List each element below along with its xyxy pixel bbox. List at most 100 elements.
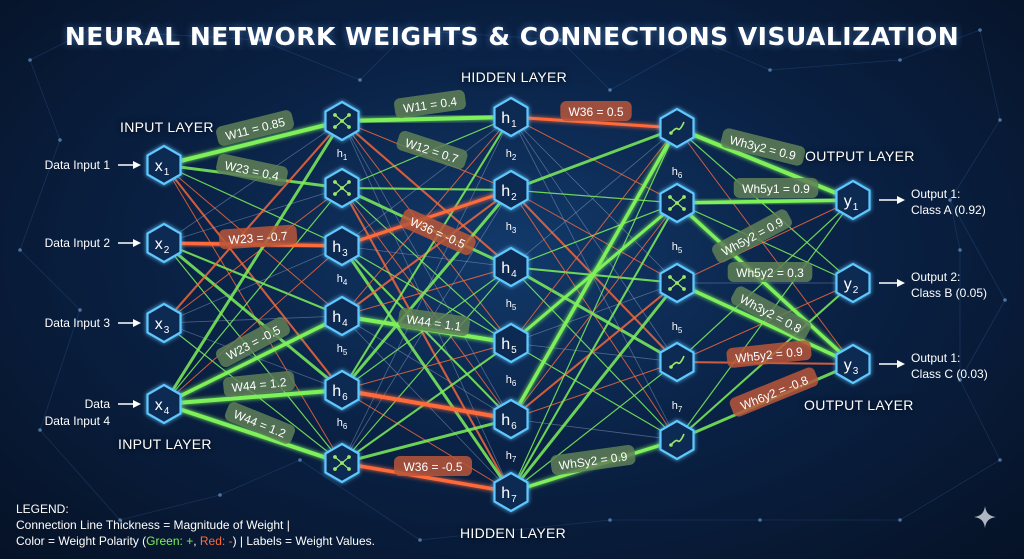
hidden-neuron-caption: h5 — [672, 321, 683, 335]
neuron-icon — [669, 355, 685, 369]
legend-negative: Red: - — [199, 534, 233, 548]
output-class-label: Output 1: — [911, 187, 960, 201]
connection-line — [340, 115, 513, 392]
weight-label: W23 = 0.4 — [216, 153, 288, 187]
connection-line — [340, 188, 513, 392]
connection-line — [162, 241, 344, 392]
connection-line — [341, 245, 512, 268]
weight-label-text: Wh5y1 = 0.9 — [742, 182, 810, 196]
background-mesh-line — [409, 29, 561, 41]
hidden-neuron-caption: h6 — [337, 417, 348, 431]
connection-line — [163, 164, 343, 247]
connection-line-strong — [162, 119, 344, 167]
input-arrow-icon — [118, 319, 141, 327]
connection-line — [509, 201, 679, 494]
background-mesh-line — [899, 459, 1001, 521]
connection-line-strong — [675, 201, 855, 366]
output-class-label: Output 2: — [911, 270, 960, 284]
connection-line — [341, 266, 512, 464]
connection-line — [163, 187, 343, 324]
output-layer-label-bottom: OUTPUT LAYER — [804, 397, 914, 413]
background-mesh-dot — [298, 458, 302, 462]
background-mesh-dot — [418, 538, 422, 542]
background-mesh-dot — [698, 38, 702, 42]
weight-label: W12 = 0.7 — [396, 131, 468, 169]
network-icon — [333, 113, 351, 129]
connection-line — [676, 127, 854, 365]
connection-line — [340, 186, 513, 494]
weight-label-text: W36 = 0.5 — [568, 105, 623, 119]
output-layer-label-top: OUTPUT LAYER — [805, 148, 915, 164]
legend-heading: LEGEND: — [16, 502, 69, 516]
input-neuron — [146, 222, 182, 264]
weight-label: W36 = 0.5 — [560, 101, 632, 121]
connection-line — [510, 282, 678, 344]
background-mesh-dot — [358, 78, 362, 82]
weight-label: W44 = 1.2 — [223, 370, 295, 398]
hidden-neuron-caption: h7 — [506, 450, 517, 464]
input-data-label: Data Input 4 — [45, 414, 111, 428]
legend-line-thickness: Connection Line Thickness = Magnitude of… — [16, 518, 290, 532]
hidden-neuron-caption: h1 — [337, 148, 348, 162]
connection-line — [163, 187, 343, 244]
network-icon — [668, 195, 686, 211]
connection-line — [509, 281, 679, 494]
input-neuron — [146, 383, 182, 425]
network-icon — [333, 455, 351, 471]
background-mesh-line — [949, 119, 1001, 201]
output-class-value: Class C (0.03) — [911, 367, 988, 381]
hidden-neuron-caption: h5 — [672, 241, 683, 255]
connection-line — [510, 127, 678, 493]
weight-label: W44 = 1.1 — [398, 307, 470, 337]
background-mesh-dot — [88, 28, 92, 32]
connection-line — [340, 244, 513, 421]
connection-line — [163, 322, 343, 391]
weight-label: W11 = 0.4 — [394, 89, 466, 119]
hidden-neuron — [493, 96, 529, 138]
connection-line — [510, 189, 678, 204]
background-mesh-line — [39, 429, 121, 521]
connection-line — [510, 116, 678, 284]
background-mesh-line — [29, 59, 61, 141]
background-mesh-line — [299, 459, 421, 541]
hidden-neuron — [493, 322, 529, 364]
hidden-neuron-caption: h4 — [337, 273, 348, 287]
weight-label: Wh5y1 = 0.9 — [733, 178, 819, 198]
background-mesh-dot — [948, 198, 952, 202]
weight-label-text: W44 = 1.2 — [231, 375, 288, 395]
legend: LEGEND: Connection Line Thickness = Magn… — [16, 501, 375, 549]
input-data-label: Data — [85, 397, 111, 411]
input-data-label: Data Input 1 — [45, 158, 111, 172]
connection-line — [341, 342, 512, 391]
connection-line — [676, 202, 854, 284]
weight-label: Wh5y2 = 0.9 — [712, 209, 792, 263]
input-data-label: Data Input 2 — [45, 236, 111, 250]
connection-line — [510, 361, 678, 420]
background-mesh-dot — [58, 138, 62, 142]
connection-line — [162, 163, 344, 392]
background-mesh-line — [19, 249, 81, 311]
output-class-value: Class A (0.92) — [911, 203, 986, 217]
connection-line-strong — [162, 388, 344, 406]
background-mesh-line — [979, 29, 1001, 121]
connection-lines — [118, 115, 905, 494]
background-mesh-dot — [998, 118, 1002, 122]
connection-line — [510, 127, 678, 344]
background-mesh-line — [119, 494, 221, 521]
hidden-neuron — [324, 225, 360, 267]
connection-line — [676, 199, 854, 284]
hidden-neuron — [324, 369, 360, 411]
background-mesh-dot — [218, 493, 222, 497]
legend-separator: , — [193, 534, 200, 548]
hidden-neuron-caption: h6 — [672, 166, 683, 180]
hidden-neuron — [493, 169, 529, 211]
background-mesh-dot — [118, 518, 122, 522]
connection-line — [509, 281, 679, 421]
connection-line-strong — [340, 388, 513, 421]
background-mesh-dot — [958, 248, 962, 252]
connection-line-strong — [340, 461, 513, 494]
background-mesh-dot — [1003, 298, 1007, 302]
connection-line — [676, 127, 854, 284]
